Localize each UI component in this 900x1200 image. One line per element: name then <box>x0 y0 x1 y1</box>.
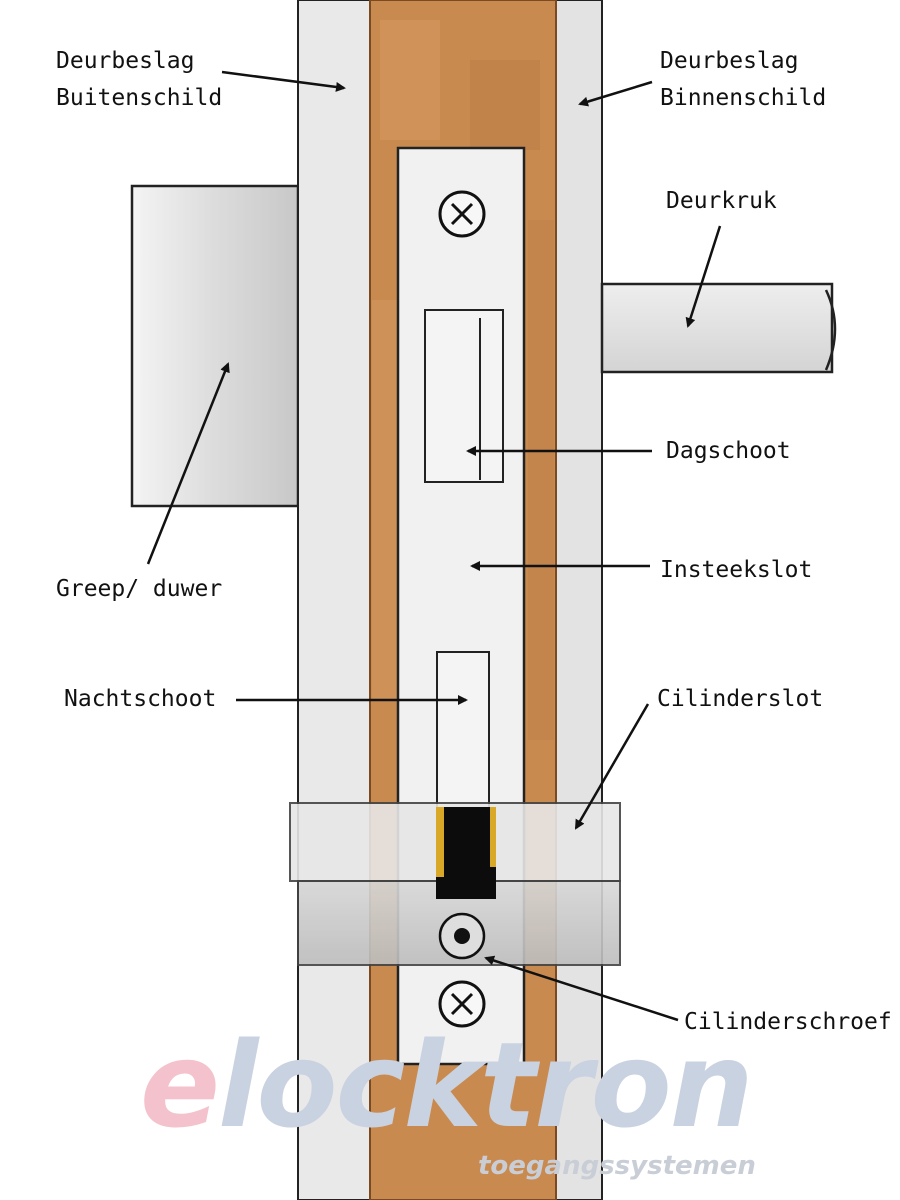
arrow-grip <box>146 362 230 565</box>
label-grip: Greep/ duwer <box>56 576 223 602</box>
latch-bolt <box>424 309 504 483</box>
label-latch: Dagschoot <box>666 438 791 464</box>
label-mortise-lock: Insteekslot <box>660 557 813 583</box>
outer-plate <box>297 0 371 1200</box>
cylinder-screw-icon <box>438 912 486 960</box>
screw-top-icon <box>438 190 486 238</box>
arrow-inner-plate <box>578 80 653 107</box>
screw-bottom-icon <box>438 980 486 1028</box>
arrow-handle <box>685 225 722 328</box>
watermark-logo-e: e <box>140 1016 220 1154</box>
door-handle <box>600 282 837 374</box>
label-outer-plate-line1: Deurbeslag <box>56 48 195 74</box>
label-cylinder-screw: Cilinderschroef <box>684 1009 892 1035</box>
label-cylinder: Cilinderslot <box>657 686 824 712</box>
label-outer-plate-line2: Buitenschild <box>56 85 223 111</box>
label-handle: Deurkruk <box>666 188 777 214</box>
arrow-outer-plate <box>221 70 346 92</box>
label-deadbolt: Nachtschoot <box>64 686 217 712</box>
arrow-cylinder <box>574 703 650 830</box>
arrow-cylinder-screw <box>484 955 679 1022</box>
label-inner-plate-line1: Deurbeslag <box>660 48 799 74</box>
grip-pusher <box>130 184 300 508</box>
watermark-logo-rest: locktron <box>218 1016 754 1154</box>
watermark-logo: elocktron <box>140 1020 754 1150</box>
label-inner-plate-line2: Binnenschild <box>660 85 827 111</box>
watermark-tagline: toegangssystemen <box>478 1151 756 1181</box>
